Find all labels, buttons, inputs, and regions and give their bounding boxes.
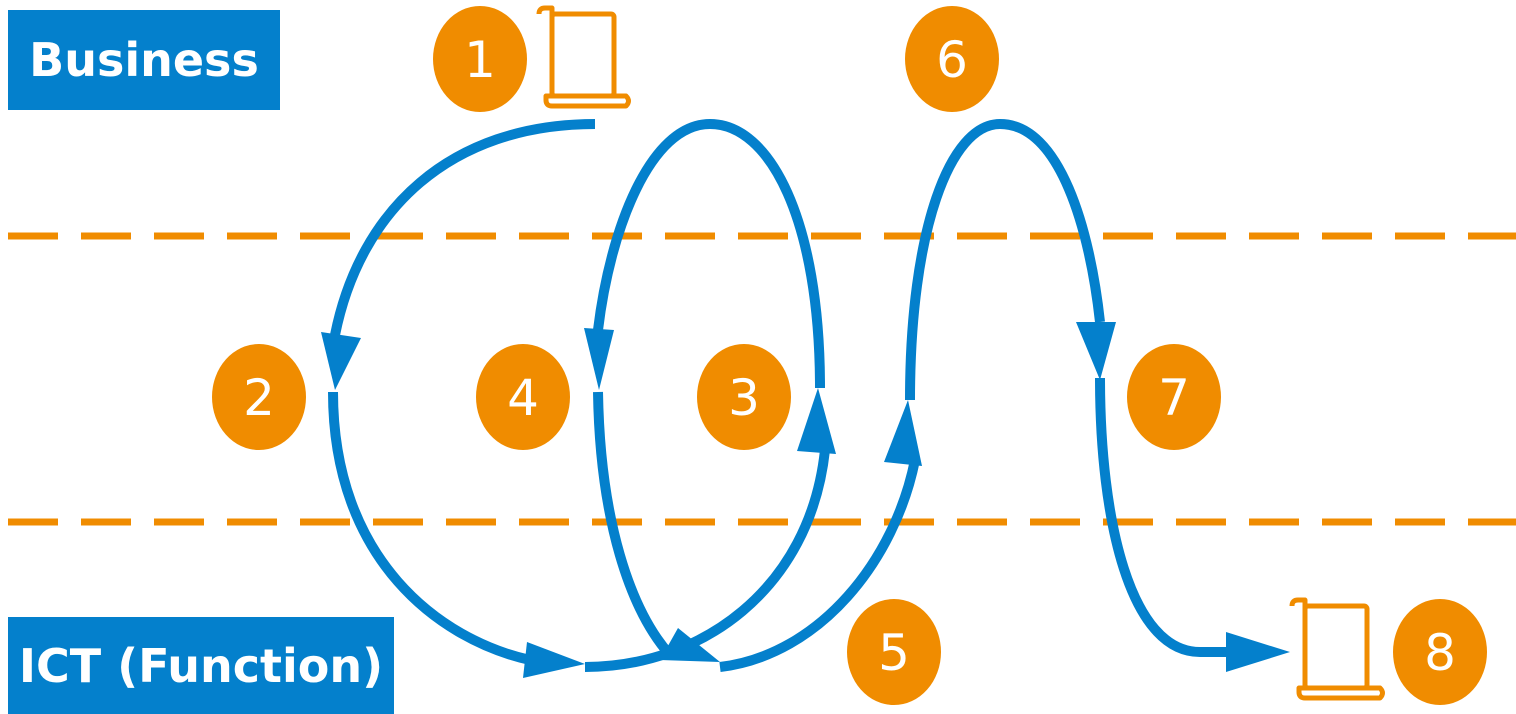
flow-ict-to-3-arrowhead (797, 388, 836, 454)
flow-2-to-ict-path (328, 391, 532, 665)
flow-4-to-ict-arrowhead (660, 628, 720, 662)
step-badge-1-number: 1 (464, 31, 496, 89)
flow-4-to-ict-path (593, 391, 674, 659)
step-badge-6: 6 (905, 6, 999, 112)
flow-1-to-2-arrowhead (321, 332, 361, 390)
flow-7-to-8-arrowhead (1226, 632, 1290, 672)
business-lane-label: Business (8, 10, 280, 110)
step-badge-7-number: 7 (1158, 369, 1190, 427)
flow-6-to-7-path (905, 118, 1105, 401)
flow-ict-to-3-path (584, 449, 830, 672)
step-badge-4-number: 4 (507, 369, 539, 427)
step-badge-3-number: 3 (728, 369, 760, 427)
step-badge-5: 5 (847, 599, 941, 705)
step-badge-1: 1 (433, 6, 527, 112)
step-badge-2-number: 2 (243, 369, 275, 427)
step-badge-3: 3 (697, 344, 791, 450)
step-badge-4: 4 (476, 344, 570, 450)
step-badge-8-number: 8 (1424, 624, 1456, 682)
end-scroll-document-icon (1289, 597, 1385, 701)
flow-1-to-2-path (330, 119, 596, 336)
flow-5-arrowhead (884, 400, 922, 466)
ict-function-lane-label: ICT (Function) (8, 617, 394, 714)
start-scroll-document-icon (536, 5, 631, 109)
flow-5-path (719, 459, 920, 672)
flow-3-to-4-path (593, 118, 825, 389)
step-badge-6-number: 6 (936, 31, 968, 89)
step-badge-2: 2 (212, 344, 306, 450)
flow-7-to-8-path (1095, 377, 1226, 657)
flow-6-to-7-arrowhead (1076, 322, 1116, 380)
flow-3-to-4-arrowhead (584, 328, 614, 390)
step-badge-8: 8 (1393, 599, 1487, 705)
step-badge-5-number: 5 (878, 624, 910, 682)
step-badge-7: 7 (1127, 344, 1221, 450)
flow-2-to-ict-arrowhead (523, 642, 585, 678)
